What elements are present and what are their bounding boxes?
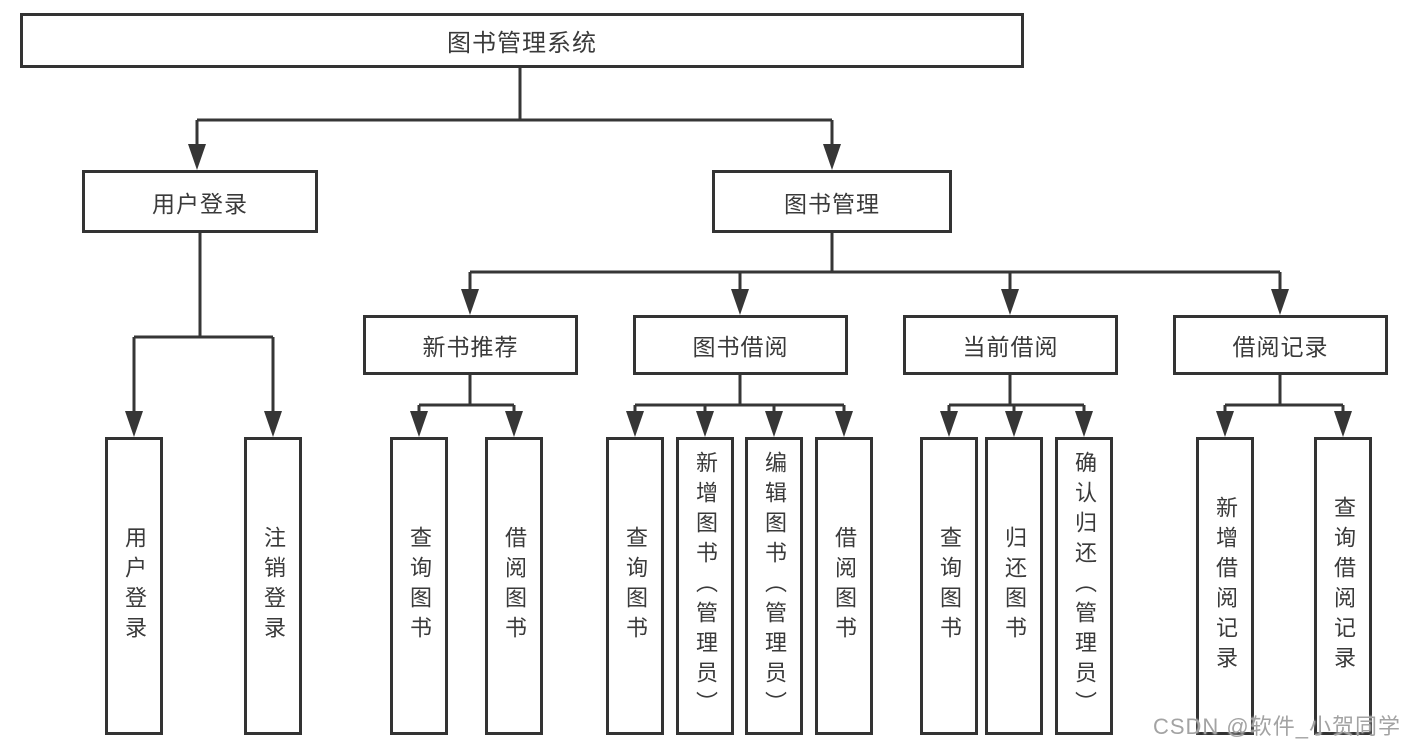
arrowhead: [1005, 411, 1023, 437]
node-current-borrowing: 当前借阅: [903, 315, 1118, 375]
arrowhead: [1001, 289, 1019, 315]
arrowhead: [1075, 411, 1093, 437]
arrowhead: [696, 411, 714, 437]
leaf-query-books-current: 查询图书: [920, 437, 978, 735]
arrowhead: [188, 144, 206, 170]
node-label: 新增图书（管理员）: [693, 451, 718, 721]
arrowhead: [1216, 411, 1234, 437]
node-label: 借阅记录: [1232, 334, 1329, 360]
arrowhead: [731, 289, 749, 315]
arrowhead: [823, 144, 841, 170]
node-label: 新书推荐: [422, 334, 519, 360]
node-label: 图书管理系统: [447, 30, 597, 57]
leaf-query-books-recommend: 查询图书: [390, 437, 448, 735]
node-label: 当前借阅: [962, 334, 1059, 360]
node-label: 借阅图书: [502, 526, 527, 646]
node-new-book-recommend: 新书推荐: [363, 315, 578, 375]
arrowhead: [940, 411, 958, 437]
node-label: 新增借阅记录: [1213, 496, 1238, 676]
arrowhead: [264, 411, 282, 437]
leaf-add-books-admin: 新增图书（管理员）: [676, 437, 734, 735]
arrowhead: [1271, 289, 1289, 315]
arrowhead: [410, 411, 428, 437]
node-label: 编辑图书（管理员）: [762, 451, 787, 721]
node-book-management: 图书管理: [712, 170, 952, 233]
arrowhead: [835, 411, 853, 437]
arrowhead: [125, 411, 143, 437]
leaf-borrow-books-recommend: 借阅图书: [485, 437, 543, 735]
leaf-add-borrow-record: 新增借阅记录: [1196, 437, 1254, 735]
node-label: 查询图书: [407, 526, 432, 646]
leaf-query-books-borrowing: 查询图书: [606, 437, 664, 735]
leaf-confirm-return-admin: 确认归还（管理员）: [1055, 437, 1113, 735]
arrowhead: [1334, 411, 1352, 437]
csdn-watermark: CSDN @软件_小贺同学: [1152, 714, 1401, 739]
node-label: 查询借阅记录: [1331, 496, 1356, 676]
leaf-logout: 注销登录: [244, 437, 302, 735]
node-book-borrowing: 图书借阅: [633, 315, 848, 375]
leaf-return-books: 归还图书: [985, 437, 1043, 735]
arrowhead: [461, 289, 479, 315]
node-label: 用户登录: [152, 190, 248, 217]
leaf-query-borrow-record: 查询借阅记录: [1314, 437, 1372, 735]
node-root-library-system: 图书管理系统: [20, 13, 1024, 68]
node-label: 用户登录: [122, 526, 147, 646]
arrowhead: [765, 411, 783, 437]
arrowhead: [505, 411, 523, 437]
node-label: 确认归还（管理员）: [1072, 451, 1097, 721]
arrowhead: [626, 411, 644, 437]
node-user-login: 用户登录: [82, 170, 318, 233]
node-label: 归还图书: [1002, 526, 1027, 646]
leaf-edit-books-admin: 编辑图书（管理员）: [745, 437, 803, 735]
node-label: 借阅图书: [832, 526, 857, 646]
leaf-borrow-books: 借阅图书: [815, 437, 873, 735]
leaf-user-login: 用户登录: [105, 437, 163, 735]
node-label: 查询图书: [937, 526, 962, 646]
node-borrowing-records: 借阅记录: [1173, 315, 1388, 375]
node-label: 注销登录: [261, 526, 286, 646]
node-label: 图书管理: [784, 190, 880, 217]
node-label: 查询图书: [623, 526, 648, 646]
node-label: 图书借阅: [692, 334, 789, 360]
